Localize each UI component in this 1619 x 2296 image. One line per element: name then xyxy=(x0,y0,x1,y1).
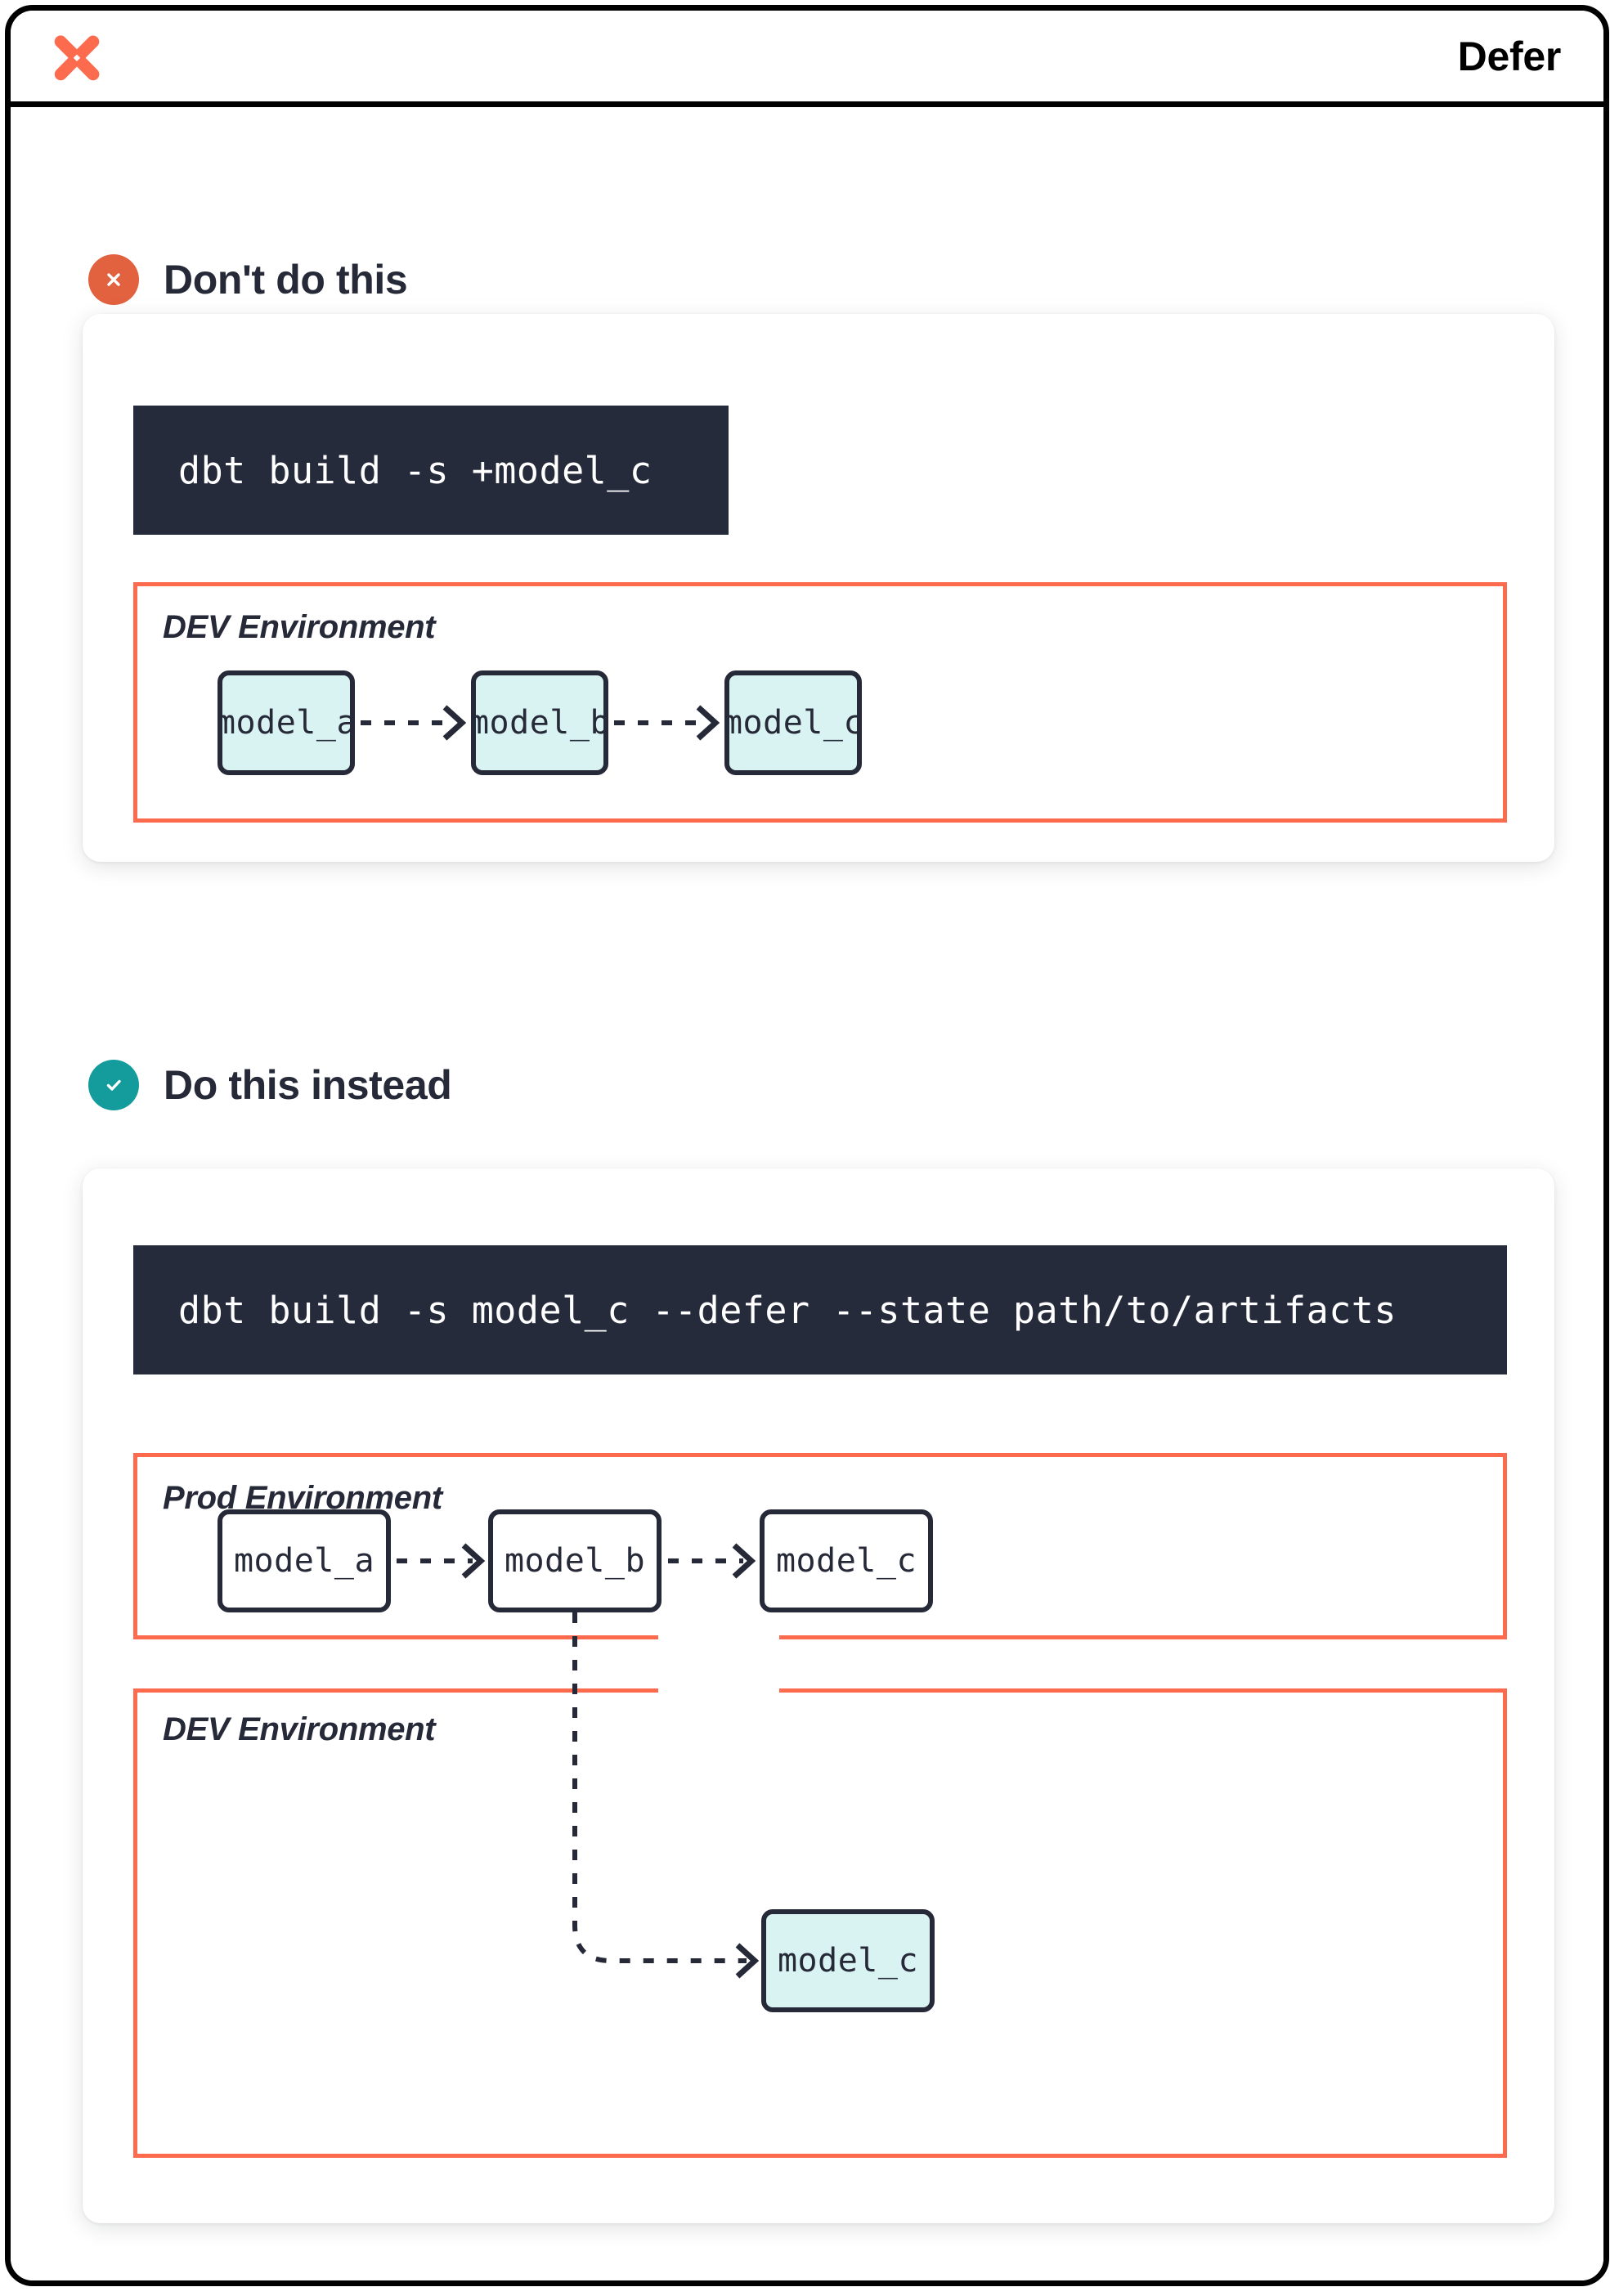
env-label-dev-1: DEV Environment xyxy=(163,609,436,645)
env-prod-bottom-right-seg xyxy=(779,1635,1507,1639)
env-prod-bottom-left-seg xyxy=(133,1635,658,1639)
x-circle-icon xyxy=(88,254,139,305)
node-label: model_c xyxy=(722,704,864,742)
env-box-dev-1: DEV Environment xyxy=(133,582,1507,823)
node-label: model_a xyxy=(233,1542,375,1580)
node-label: model_b xyxy=(469,704,611,742)
page-title: Defer xyxy=(1457,34,1562,79)
section-heading-do: Do this instead xyxy=(88,1060,452,1110)
section-title-dont: Don't do this xyxy=(164,257,408,303)
command-text-dont: dbt build -s +model_c xyxy=(178,448,653,492)
node-label: model_c xyxy=(775,1542,917,1580)
command-text-do: dbt build -s model_c --defer --state pat… xyxy=(178,1288,1397,1332)
command-block-dont: dbt build -s +model_c xyxy=(133,406,729,535)
title-bar: Defer xyxy=(11,11,1603,107)
env-dev-top-left-seg xyxy=(133,1688,658,1693)
check-circle-icon xyxy=(88,1060,139,1110)
node-label: model_c xyxy=(777,1942,919,1980)
app-window: Defer Don't do this dbt build -s +model_… xyxy=(5,5,1609,2286)
node-model-a-dev1[interactable]: model_a xyxy=(215,670,357,775)
node-model-b-prod[interactable]: model_b xyxy=(488,1509,662,1612)
node-model-c-dev1[interactable]: model_c xyxy=(722,670,864,775)
dbt-logo-icon xyxy=(50,29,109,87)
section-title-do: Do this instead xyxy=(164,1062,452,1108)
env-dev-top-right-seg xyxy=(779,1688,1507,1693)
section-heading-dont: Don't do this xyxy=(88,254,408,305)
env-label-dev-2: DEV Environment xyxy=(163,1711,436,1747)
node-label: model_a xyxy=(215,704,357,742)
node-label: model_b xyxy=(504,1542,646,1580)
env-box-dev-2: DEV Environment xyxy=(133,1688,1507,2158)
node-model-b-dev1[interactable]: model_b xyxy=(469,670,611,775)
node-model-a-prod[interactable]: model_a xyxy=(218,1509,391,1612)
card-do: dbt build -s model_c --defer --state pat… xyxy=(83,1168,1554,2223)
node-model-c-prod[interactable]: model_c xyxy=(760,1509,933,1612)
node-model-c-dev2[interactable]: model_c xyxy=(761,1909,935,2012)
command-block-do: dbt build -s model_c --defer --state pat… xyxy=(133,1245,1507,1374)
content-area: Don't do this dbt build -s +model_c DEV … xyxy=(11,107,1603,2280)
card-dont: dbt build -s +model_c DEV Environment mo… xyxy=(83,314,1554,862)
